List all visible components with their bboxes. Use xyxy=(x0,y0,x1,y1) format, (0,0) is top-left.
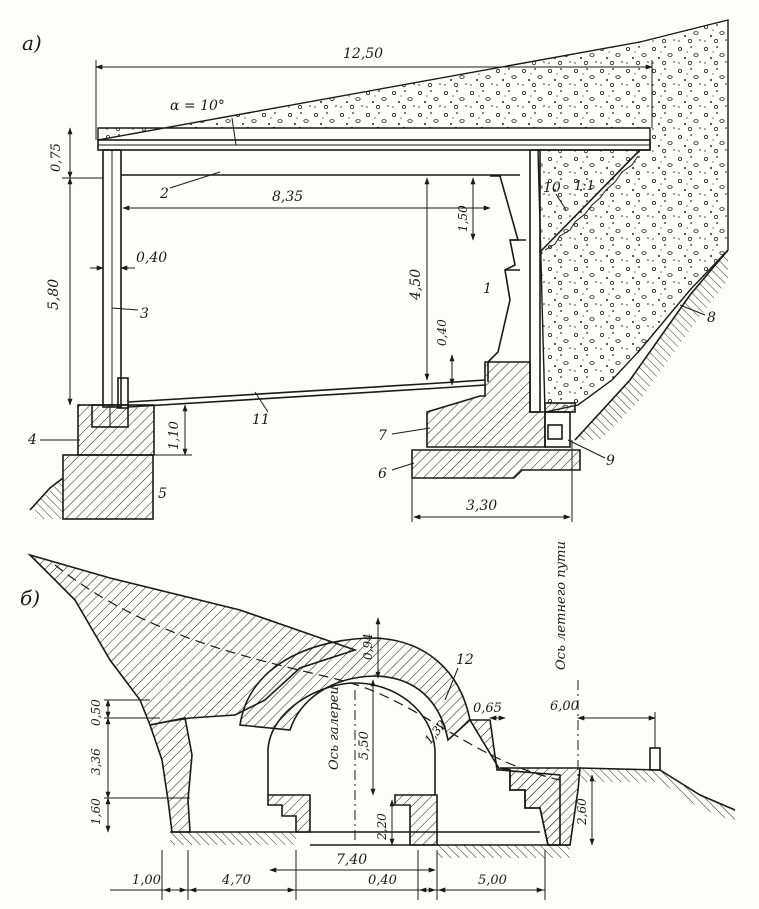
dim-column-width: 0,40 xyxy=(136,250,167,266)
callout-10: 10 xyxy=(543,180,561,196)
dim-pier-height: 2,20 xyxy=(375,813,389,841)
roof-angle: α = 10° xyxy=(170,98,225,114)
dim-left-upper: 0,50 xyxy=(89,699,103,726)
dim-wall-height: 5,80 xyxy=(46,279,62,310)
dim-right-offset: 6,00 xyxy=(550,699,579,714)
callout-7: 7 xyxy=(378,428,387,444)
callout-5: 5 xyxy=(158,486,167,502)
callout-12: 12 xyxy=(456,652,474,668)
floor-11 xyxy=(127,379,486,403)
dim-clear-height: 4,50 xyxy=(408,269,424,301)
dim-left-low: 1,60 xyxy=(89,798,103,825)
left-inner-pier xyxy=(267,794,311,833)
callout-1: 1 xyxy=(483,281,492,297)
gallery-axis-label: Ось галереи xyxy=(327,686,342,770)
dim-span-total: 12,50 xyxy=(343,46,383,62)
figure-b: б) 12 Ось галереи Ось летнего xyxy=(20,541,736,900)
left-footing-4 xyxy=(77,404,155,456)
dim-span: 7,40 xyxy=(336,852,367,868)
dim-bottom-2: 4,70 xyxy=(221,873,251,888)
dim-roof-thickness: 0,75 xyxy=(49,143,64,172)
arch-ring xyxy=(239,637,471,742)
roof-backfill xyxy=(97,19,729,413)
callout-6: 6 xyxy=(378,466,387,482)
slope-ratio: 1:1 xyxy=(574,179,595,194)
retaining-block-7 xyxy=(426,361,546,448)
figure-a-label: а) xyxy=(22,31,42,55)
dim-arch-top: 0,94 xyxy=(361,633,375,660)
dim-bottom-4: 5,00 xyxy=(478,873,507,888)
dim-right-height: 2,60 xyxy=(575,798,589,826)
dim-base-width: 3,30 xyxy=(466,498,497,514)
left-pillar xyxy=(148,717,193,833)
dim-left-mid: 3,36 xyxy=(89,748,103,775)
figure-a: а) xyxy=(22,19,729,522)
figure-b-label: б) xyxy=(20,586,40,610)
dim-gap-right: 0,65 xyxy=(473,701,502,716)
dim-bottom-1: 1,00 xyxy=(132,873,161,888)
inner-wall-1 xyxy=(487,175,520,382)
dim-bottom-3: 0,40 xyxy=(368,873,397,888)
gallery-arch xyxy=(267,682,436,795)
callout-9: 9 xyxy=(606,453,615,469)
callout-2: 2 xyxy=(159,186,169,202)
dim-arch-height: 5,50 xyxy=(357,731,372,760)
dim-lower-offset: 0,40 xyxy=(435,319,449,346)
road-retaining-wall xyxy=(499,767,581,846)
dim-footing-height: 1,10 xyxy=(167,421,182,450)
callout-4: 4 xyxy=(27,432,37,448)
right-inner-pier xyxy=(394,794,438,846)
dim-upper-offset: 1,50 xyxy=(456,205,470,232)
callout-8: 8 xyxy=(707,310,716,326)
summer-road-axis-label: Ось летнего пути xyxy=(554,541,569,670)
base-slab-6 xyxy=(411,449,581,479)
left-foundation-5 xyxy=(62,454,154,520)
callout-3: 3 xyxy=(140,306,149,322)
dim-inner-span: 8,35 xyxy=(272,189,303,205)
callout-11: 11 xyxy=(252,412,270,428)
slope-line-10 xyxy=(539,149,641,253)
